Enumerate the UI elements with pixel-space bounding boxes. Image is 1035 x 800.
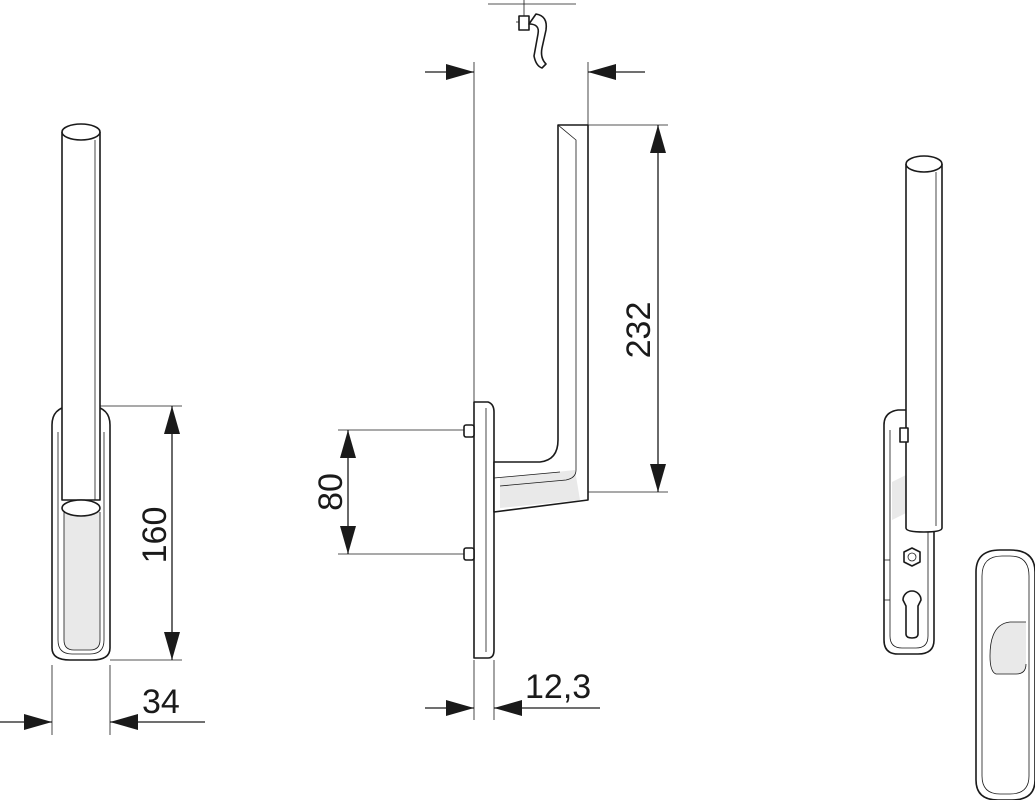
dimension-160: 160 bbox=[100, 405, 182, 661]
cylinder-keyhole bbox=[902, 590, 922, 639]
right-view-lever-bar bbox=[905, 164, 943, 533]
hex-nut bbox=[903, 547, 921, 567]
dimension-80: 80 bbox=[312, 429, 464, 555]
dimension-34: 34 bbox=[0, 665, 205, 735]
dimension-232: 232 bbox=[588, 124, 668, 493]
dimension-80-label: 80 bbox=[312, 473, 350, 511]
side-view-handle bbox=[463, 124, 589, 659]
side-view-lever bbox=[493, 124, 589, 513]
screw-top bbox=[463, 424, 475, 438]
cover-rosette bbox=[975, 549, 1035, 800]
right-view-assembly bbox=[883, 155, 943, 655]
front-view-handle bbox=[51, 123, 111, 661]
dimension-160-label: 160 bbox=[136, 507, 174, 564]
dimension-34-label: 34 bbox=[142, 683, 180, 721]
top-view-symbol bbox=[488, 0, 576, 69]
dimension-232-label: 232 bbox=[620, 302, 658, 359]
front-view-lever-bar bbox=[61, 132, 101, 501]
side-view-base-plate bbox=[473, 401, 495, 659]
dimension-12-3: 12,3 bbox=[425, 660, 600, 720]
screw-bottom bbox=[463, 547, 475, 561]
dimension-12-3-label: 12,3 bbox=[525, 668, 591, 706]
dimension-overall-width bbox=[425, 62, 645, 402]
